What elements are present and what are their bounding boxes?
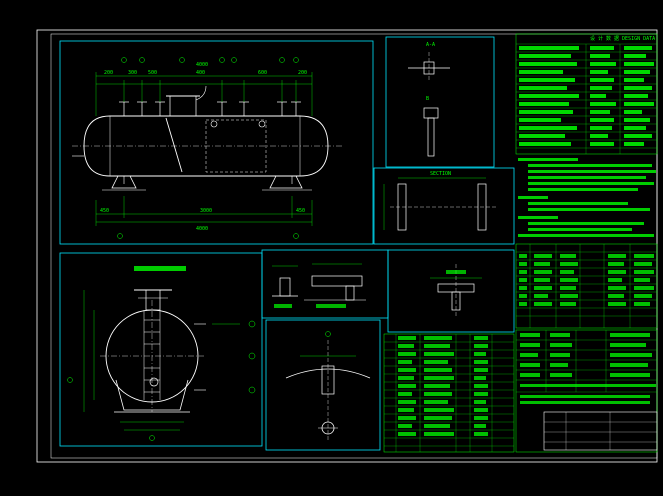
viewport-main-elevation	[59, 40, 374, 245]
dimension-lines-bottom	[95, 196, 313, 226]
detail-4-view	[430, 264, 482, 318]
svg-text:SECTION: SECTION	[430, 171, 451, 177]
davit-arm	[195, 85, 207, 101]
svg-text:200: 200	[298, 70, 307, 76]
svg-text:400: 400	[196, 70, 205, 76]
drawing-number-block	[543, 411, 658, 451]
svg-text:4000: 4000	[196, 226, 208, 232]
svg-text:300: 300	[128, 70, 137, 76]
svg-text:A-A: A-A	[426, 42, 435, 48]
svg-text:600: 600	[258, 70, 267, 76]
design-data-title: 设 计 数 据 DESIGN DATA	[590, 35, 655, 42]
saddle-left	[111, 175, 137, 189]
viewport-detail-4	[387, 249, 515, 333]
nozzle-callouts	[117, 57, 299, 239]
dimension-text-top: 200 300 500 400 600 200 4000	[104, 62, 307, 76]
viewport-detail-2	[373, 167, 515, 245]
internal-ladder	[165, 117, 183, 173]
main-elevation-view: 200 300 500 400 600 200 4000 3000 4000 450 45…	[72, 57, 342, 239]
detail-2-view: SECTION	[383, 171, 496, 231]
svg-text:B: B	[426, 96, 429, 102]
internal-outline	[205, 119, 267, 173]
title-block	[515, 329, 658, 453]
saddle-right	[269, 175, 303, 189]
technical-notes	[518, 158, 656, 237]
nozzle-table	[515, 243, 658, 329]
svg-text:450: 450	[100, 208, 109, 214]
svg-text:500: 500	[148, 70, 157, 76]
svg-text:200: 200	[104, 70, 113, 76]
svg-text:4000: 4000	[196, 62, 208, 68]
dimension-text-bottom: 3000 4000 450 450	[100, 208, 305, 232]
detail-5-view	[285, 331, 371, 440]
svg-text:3000: 3000	[200, 208, 212, 214]
lifting-lug-2	[258, 120, 266, 128]
end-view	[67, 266, 256, 441]
svg-text:450: 450	[296, 208, 305, 214]
viewport-end-view	[59, 252, 263, 447]
viewport-detail-5	[265, 319, 381, 451]
lifting-lug-1	[210, 120, 218, 128]
parts-list	[383, 333, 515, 453]
detail-3-view	[272, 263, 366, 308]
dimension-lines-top	[95, 72, 313, 116]
design-data-table: 设 计 数 据 DESIGN DATA	[515, 33, 658, 329]
viewport-detail-1	[385, 36, 495, 168]
detail-1-view: A-A B	[408, 42, 450, 157]
